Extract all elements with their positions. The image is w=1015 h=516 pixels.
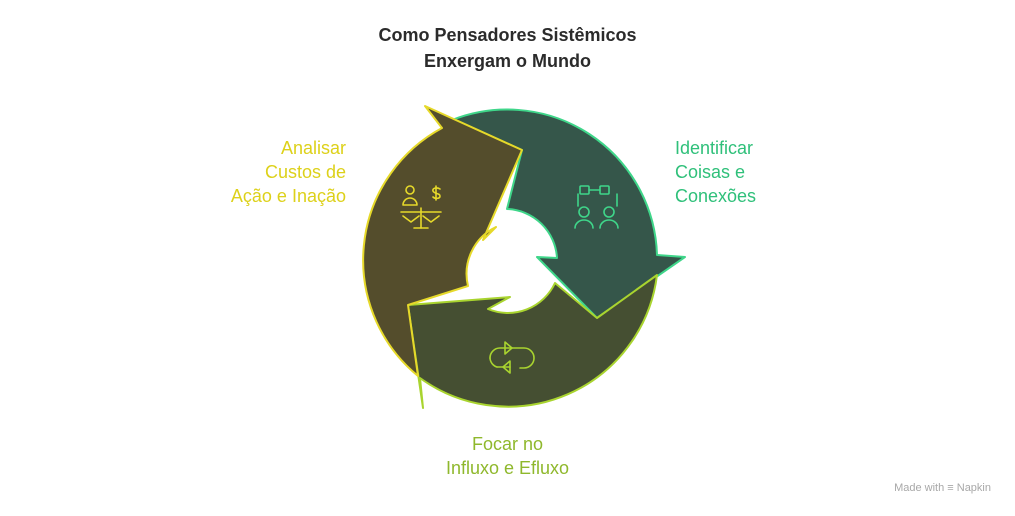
label-left-line-3: Ação e Inação [230, 186, 346, 206]
label-bottom-line-1: Focar no [471, 434, 544, 454]
label-left-line-1: Analisar [280, 138, 346, 158]
watermark-prefix: Made with [894, 482, 945, 494]
label-right-segment: Identificar Coisas e Conexões [675, 136, 756, 208]
title-line-2: Enxergam o Mundo [423, 51, 591, 71]
napkin-watermark[interactable]: Made with ≡ Napkin [894, 482, 991, 494]
label-right-line-3: Conexões [675, 186, 757, 206]
title-line-1: Como Pensadores Sistêmicos [378, 25, 637, 45]
people-connection-icon [574, 185, 619, 229]
label-right-line-1: Identificar [675, 138, 754, 158]
page-title: Como Pensadores Sistêmicos Enxergam o Mu… [0, 22, 1015, 74]
napkin-logo-icon: ≡ [947, 482, 954, 494]
label-right-line-2: Coisas e [675, 162, 746, 182]
segment-bottom [407, 274, 658, 409]
label-left-segment: Analisar Custos de Ação e Inação [231, 136, 346, 208]
label-bottom-line-2: Influxo e Efluxo [445, 458, 570, 478]
cycle-arrows-icon [489, 341, 535, 374]
watermark-brand: Napkin [956, 482, 991, 494]
segment-left [362, 105, 523, 377]
balance-scale-dollar-icon [400, 185, 442, 229]
segment-right [451, 108, 686, 319]
label-left-line-2: Custos de [264, 162, 346, 182]
label-bottom-segment: Focar no Influxo e Efluxo [0, 432, 1015, 480]
